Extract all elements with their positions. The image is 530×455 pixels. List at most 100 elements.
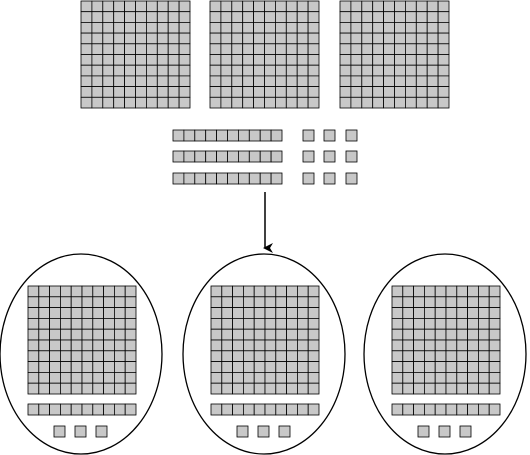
unit-cell	[456, 328, 468, 341]
unit-cell	[49, 339, 61, 352]
unit-cell	[350, 11, 363, 23]
unit-cell	[113, 75, 125, 88]
unit-cell	[488, 285, 501, 298]
unit-cube	[302, 150, 315, 163]
unit-cell	[372, 43, 385, 55]
unit-cell	[467, 382, 479, 395]
unit-cell	[124, 403, 137, 416]
unit-cube	[438, 425, 451, 438]
unit-cell	[423, 371, 436, 384]
unit-cell	[361, 21, 374, 34]
unit-cube	[345, 150, 358, 163]
unit-cube	[345, 172, 358, 185]
unit-cell	[135, 21, 147, 34]
unit-cell	[242, 43, 254, 55]
unit-cell	[394, 86, 406, 98]
unit-cell	[70, 350, 83, 362]
unit-cell	[221, 296, 234, 308]
unit-cell	[383, 32, 395, 45]
unit-cell	[307, 64, 320, 77]
unit-cell	[391, 285, 404, 298]
unit-cell	[296, 296, 309, 308]
unit-cell	[27, 403, 40, 416]
unit-cell	[488, 317, 501, 330]
unit-cell	[167, 54, 180, 66]
hundreds-block	[209, 0, 320, 109]
unit-cell	[38, 296, 50, 308]
unit-cell	[253, 54, 265, 66]
unit-cell	[275, 328, 287, 341]
unit-cell	[81, 350, 94, 362]
unit-cell	[437, 75, 450, 88]
hundreds-block	[80, 0, 191, 109]
unit-cell	[477, 296, 490, 308]
unit-cell	[194, 129, 207, 142]
unit-cell	[70, 403, 83, 416]
unit-cell	[296, 32, 309, 45]
unit-cell	[445, 296, 458, 308]
unit-cell	[237, 150, 250, 163]
unit-cell	[477, 307, 490, 319]
unit-cell	[286, 382, 298, 395]
unit-cell	[391, 317, 404, 330]
unit-cell	[103, 350, 115, 362]
unit-cell	[264, 339, 277, 352]
unit-cell	[413, 382, 425, 395]
unit-cell	[404, 64, 417, 77]
unit-cell	[167, 96, 180, 109]
unit-cell	[156, 0, 169, 13]
unit-cell	[124, 11, 136, 23]
unit-cell	[167, 11, 180, 23]
unit-cell	[209, 0, 222, 13]
unit-cell	[413, 350, 425, 362]
unit-cell	[456, 350, 468, 362]
unit-cell	[103, 296, 115, 308]
unit-cell	[339, 21, 352, 34]
unit-cell	[437, 54, 450, 66]
unit-cell	[253, 285, 266, 298]
unit-cell	[423, 339, 436, 352]
unit-cell	[445, 403, 458, 416]
unit-cell	[27, 350, 40, 362]
unit-cell	[70, 317, 83, 330]
unit-cell	[264, 64, 276, 77]
unit-cell	[92, 371, 105, 384]
unit-cell	[231, 75, 244, 88]
unit-cell	[350, 75, 363, 88]
unit-cell	[437, 0, 450, 13]
unit-cell	[248, 150, 261, 163]
unit-cell	[477, 350, 490, 362]
unit-cell	[426, 86, 439, 98]
unit-cell	[156, 43, 169, 55]
unit-cell	[92, 382, 105, 395]
unit-cell	[91, 86, 104, 98]
unit-cell	[113, 86, 125, 98]
unit-cell	[91, 11, 104, 23]
unit-cell	[92, 296, 105, 308]
unit-cell	[253, 96, 265, 109]
unit-cell	[253, 296, 266, 308]
unit-cell	[339, 32, 352, 45]
unit-cell	[477, 382, 490, 395]
unit-cell	[264, 75, 276, 88]
unit-cell	[253, 11, 265, 23]
unit-cell	[264, 32, 276, 45]
unit-cell	[103, 361, 115, 373]
unit-cell	[49, 317, 61, 330]
unit-cell	[423, 296, 436, 308]
unit-cell	[220, 43, 233, 55]
unit-cell	[124, 328, 137, 341]
unit-cell	[81, 339, 94, 352]
unit-cell	[113, 43, 125, 55]
unit-cell	[91, 75, 104, 88]
unit-cell	[434, 382, 447, 395]
unit-cell	[296, 339, 309, 352]
unit-cell	[391, 307, 404, 319]
unit-cell	[456, 285, 468, 298]
unit-cell	[221, 328, 234, 341]
unit-cell	[145, 43, 158, 55]
unit-cell	[423, 361, 436, 373]
unit-cell	[391, 382, 404, 395]
unit-cell	[242, 339, 255, 352]
